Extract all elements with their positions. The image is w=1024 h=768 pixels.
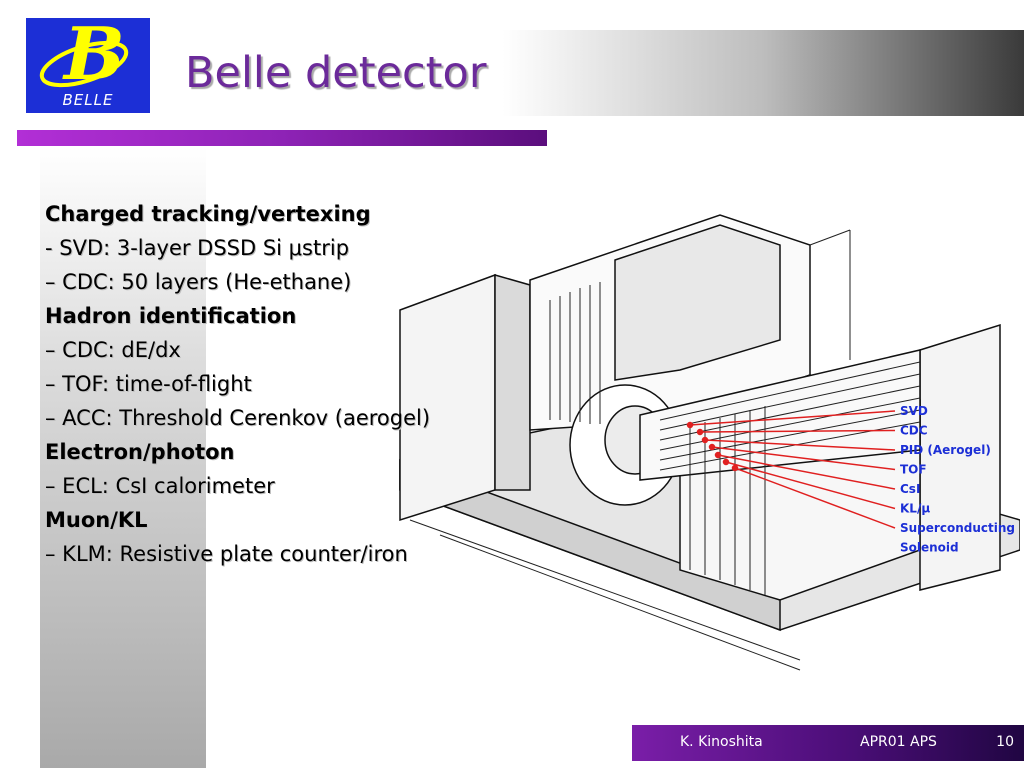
left-gradient-strip xyxy=(40,148,206,768)
footer-author: K. Kinoshita xyxy=(680,734,763,750)
bullet-heading: Electron/photon xyxy=(45,440,235,464)
belle-logo: B BELLE xyxy=(26,18,150,113)
bullet-item: – ACC: Threshold Cerenkov (aerogel) xyxy=(45,406,431,430)
bullet-item: - SVD: 3-layer DSSD Si μstrip xyxy=(45,236,350,260)
logo-letter: B xyxy=(64,18,125,96)
slide-title: Belle detector xyxy=(185,48,487,98)
logo-name: BELLE xyxy=(62,91,114,109)
bullet-item: – KLM: Resistive plate counter/iron xyxy=(45,542,408,566)
title-underline-bar xyxy=(17,130,547,146)
footer-bar: K. Kinoshita APR01 APS 10 xyxy=(632,725,1024,761)
header-gradient-band xyxy=(155,30,1024,116)
bullet-item: – CDC: 50 layers (He-ethane) xyxy=(45,270,352,294)
belle-logo-icon xyxy=(39,40,129,88)
bullet-item: – ECL: CsI calorimeter xyxy=(45,474,275,498)
footer-event: APR01 APS xyxy=(860,734,937,750)
bullet-heading: Hadron identification xyxy=(45,304,297,328)
bullet-heading: Muon/KL xyxy=(45,508,148,532)
bullet-heading: Charged tracking/vertexing xyxy=(45,202,371,226)
footer-page-number: 10 xyxy=(996,734,1014,750)
bullet-item: – TOF: time-of-flight xyxy=(45,372,252,396)
bullet-item: – CDC: dE/dx xyxy=(45,338,181,362)
bullet-list: Charged tracking/vertexing - SVD: 3-layer… xyxy=(45,197,545,571)
